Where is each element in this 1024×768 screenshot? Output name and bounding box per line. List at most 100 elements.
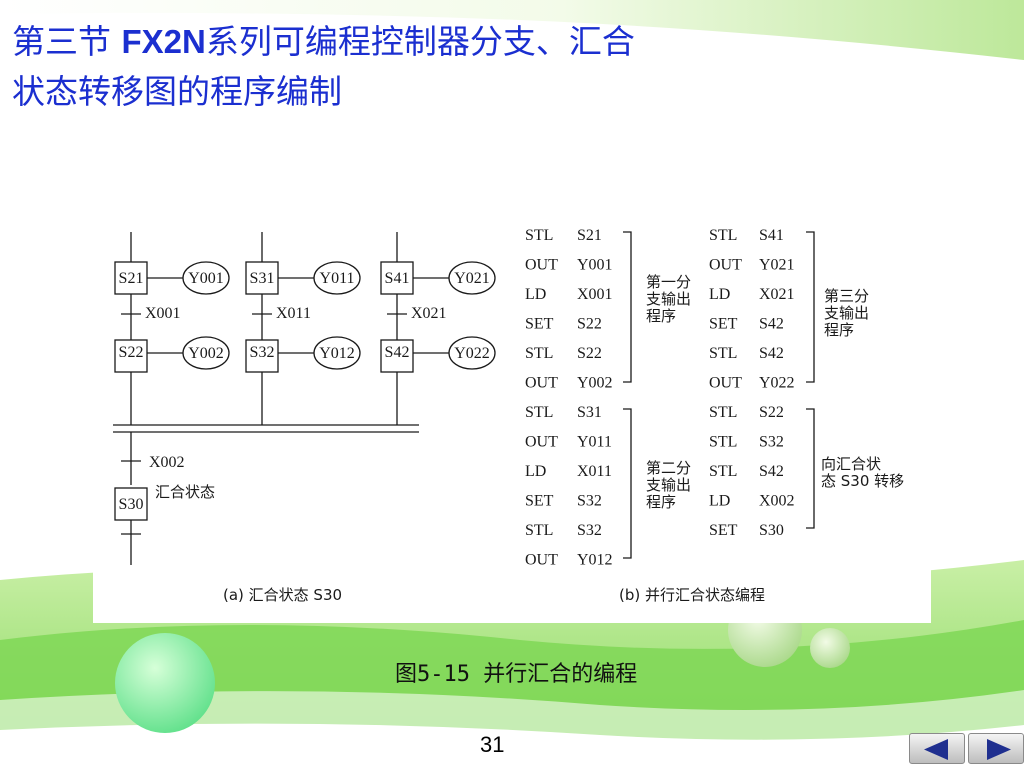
- stl-operand: Y022: [759, 375, 795, 392]
- stl-operand: Y021: [759, 257, 795, 274]
- stl-operand: S30: [759, 522, 784, 539]
- sfc-step-label: S22: [119, 344, 144, 361]
- triangle-right-icon: [987, 739, 1011, 760]
- triangle-left-icon: [924, 739, 948, 760]
- stl-instruction: LD: [525, 286, 546, 303]
- sfc-step-label: S32: [250, 344, 275, 361]
- stl-operand: S21: [577, 227, 602, 244]
- stl-operand: X002: [759, 493, 795, 510]
- figure-caption: 图5-15 并行汇合的编程: [395, 662, 638, 687]
- sfc-step-label: S21: [119, 270, 144, 287]
- stl-operand: S32: [759, 434, 784, 451]
- sfc-sub-caption: (a) 汇合状态 S30: [223, 586, 342, 604]
- stl-instruction: LD: [525, 463, 546, 480]
- note-branch1: 支输出: [646, 290, 691, 308]
- stl-instruction: SET: [525, 493, 554, 510]
- stl-instruction: STL: [525, 522, 553, 539]
- note-branch2: 支输出: [646, 476, 691, 494]
- sfc-merge-note: 汇合状态: [155, 483, 215, 501]
- stl-instruction: STL: [709, 463, 737, 480]
- stl-operand: X001: [577, 286, 613, 303]
- stl-operand: S22: [759, 404, 784, 421]
- stl-operand: S42: [759, 345, 784, 362]
- prev-slide-button[interactable]: [909, 733, 965, 764]
- stl-instruction: OUT: [709, 257, 742, 274]
- stl-operand: X011: [577, 463, 612, 480]
- stl-operand: Y011: [577, 434, 612, 451]
- bracket-branch2: [623, 408, 632, 559]
- stl-operand: S22: [577, 316, 602, 333]
- sfc-transition-label: X002: [149, 454, 185, 471]
- stl-instruction: OUT: [709, 375, 742, 392]
- stl-instruction: SET: [709, 522, 738, 539]
- stl-operand: Y001: [577, 257, 613, 274]
- stl-instruction: OUT: [525, 552, 558, 569]
- decorative-bubble: [115, 633, 215, 733]
- sfc-output-coil: [448, 261, 496, 295]
- note-merge: 向汇合状: [821, 455, 881, 473]
- sfc-step-label: S31: [250, 270, 275, 287]
- note-branch2: 第二分: [646, 459, 691, 477]
- sfc-output-coil: [313, 336, 361, 370]
- stl-instruction: STL: [709, 227, 737, 244]
- sfc-output-label: Y021: [454, 270, 490, 287]
- note-branch3: 程序: [824, 321, 854, 339]
- bracket-branch3: [806, 231, 815, 383]
- sfc-output-label: Y002: [188, 345, 224, 362]
- sfc-output-label: Y001: [188, 270, 224, 287]
- note-branch3: 支输出: [824, 304, 869, 322]
- stl-operand: S32: [577, 493, 602, 510]
- sfc-output-coil: [448, 336, 496, 370]
- stl-instruction: STL: [709, 404, 737, 421]
- sfc-transition-label: X021: [411, 305, 447, 322]
- program-sub-caption: (b) 并行汇合状态编程: [619, 586, 765, 604]
- sfc-output-label: Y022: [454, 345, 490, 362]
- bracket-branch1: [623, 231, 632, 383]
- sfc-output-coil: [182, 336, 230, 370]
- note-branch2: 程序: [646, 493, 676, 511]
- stl-instruction: STL: [525, 227, 553, 244]
- stl-operand: S42: [759, 463, 784, 480]
- stl-instruction: STL: [525, 345, 553, 362]
- sfc-transition-label: X001: [145, 305, 181, 322]
- sfc-output-coil: [182, 261, 230, 295]
- stl-instruction: LD: [709, 286, 730, 303]
- slide-title-line1: 第三节 FX2N系列可编程控制器分支、汇合: [12, 22, 635, 61]
- bracket-merge: [806, 408, 815, 529]
- sfc-step-label: S41: [385, 270, 410, 287]
- stl-operand: S31: [577, 404, 602, 421]
- note-merge: 态 S30 转移: [821, 472, 904, 490]
- sfc-output-coil: [313, 261, 361, 295]
- next-slide-button[interactable]: [968, 733, 1024, 764]
- sfc-transition-label: X011: [276, 305, 311, 322]
- note-branch1: 第一分: [646, 273, 691, 291]
- stl-operand: S42: [759, 316, 784, 333]
- stl-instruction: LD: [709, 493, 730, 510]
- stl-instruction: STL: [525, 404, 553, 421]
- stl-instruction: OUT: [525, 257, 558, 274]
- sfc-output-label: Y012: [319, 345, 355, 362]
- stl-instruction: OUT: [525, 434, 558, 451]
- stl-operand: S32: [577, 522, 602, 539]
- note-branch1: 程序: [646, 307, 676, 325]
- page-number: 31: [480, 732, 505, 757]
- slide-title-line2: 状态转移图的程序编制: [12, 72, 342, 111]
- sfc-output-label: Y011: [320, 270, 355, 287]
- stl-operand: Y012: [577, 552, 613, 569]
- decorative-bubble: [810, 628, 850, 668]
- note-branch3: 第三分: [824, 287, 869, 305]
- stl-operand: X021: [759, 286, 795, 303]
- stl-instruction: SET: [709, 316, 738, 333]
- stl-instruction: OUT: [525, 375, 558, 392]
- stl-instruction: STL: [709, 434, 737, 451]
- sfc-step-label: S42: [385, 344, 410, 361]
- stl-operand: S41: [759, 227, 784, 244]
- stl-operand: S22: [577, 345, 602, 362]
- stl-instruction: STL: [709, 345, 737, 362]
- stl-instruction: SET: [525, 316, 554, 333]
